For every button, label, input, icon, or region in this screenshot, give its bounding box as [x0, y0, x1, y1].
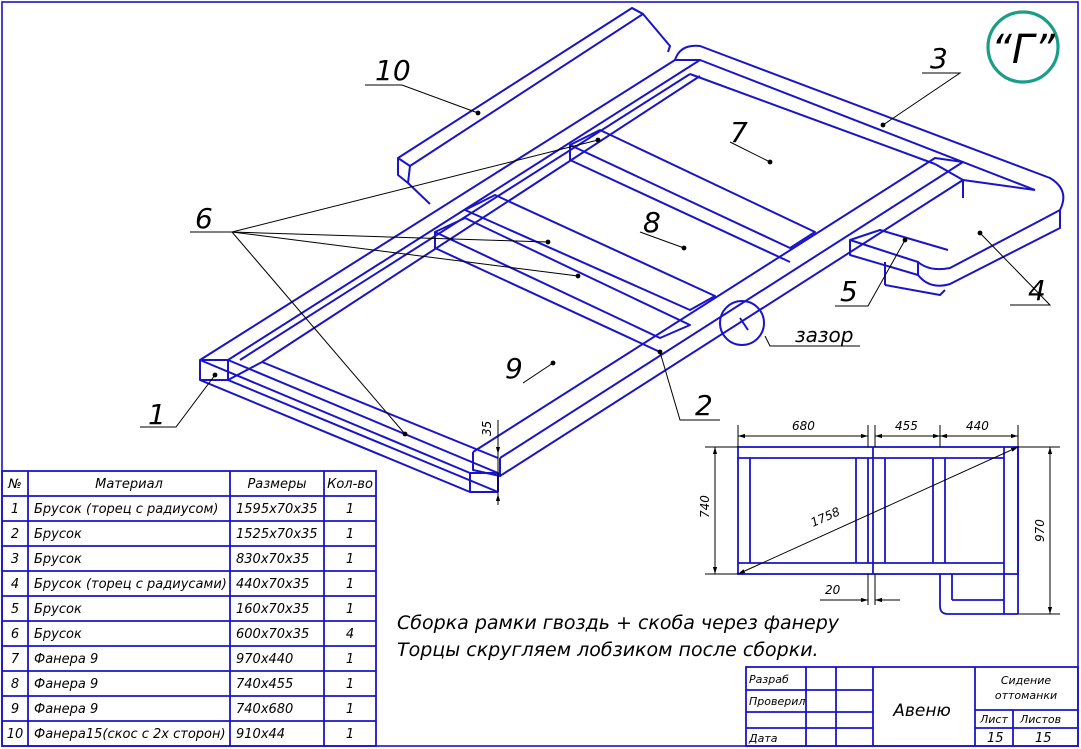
- callout-4: 4: [1028, 274, 1046, 307]
- stamp: “Г”: [986, 10, 1060, 84]
- table-cell: Брусок (торец с радиусом): [34, 502, 218, 517]
- tb-sheet-label: Лист: [979, 713, 1008, 726]
- callout-3: 3: [930, 42, 948, 75]
- thickness-label: 35: [480, 421, 494, 436]
- table-cell: 740x680: [236, 702, 293, 717]
- dim-455: 455: [895, 419, 918, 433]
- dim-1758: 1758: [809, 504, 843, 529]
- table-cell: 1: [346, 577, 354, 592]
- table-cell: 3: [11, 552, 19, 567]
- note-line-1: Сборка рамки гвоздь + скоба через фанеру: [397, 612, 840, 634]
- tb-date-label: Дата: [748, 732, 778, 745]
- dim-740: 740: [698, 495, 712, 518]
- isometric-frame: [199, 7, 1065, 493]
- tb-design-label: Разраб: [749, 673, 789, 686]
- leader-dots: [212, 110, 983, 437]
- table-cell: Брусок: [34, 602, 82, 617]
- callout-numbers: 10 1 6 2 3 4 5 7 8 9 зазор: [148, 42, 1046, 431]
- gap-circle: [719, 300, 765, 346]
- callout-9: 9: [505, 352, 523, 385]
- table-header-cell: Размеры: [247, 477, 306, 492]
- table-cell: 1: [346, 677, 354, 692]
- table-cell: 9: [11, 702, 19, 717]
- tb-author: Авеню: [892, 701, 951, 721]
- table-cell: 1: [346, 702, 354, 717]
- table-cell: Фанера 9: [34, 652, 98, 667]
- table-cell: 910x44: [236, 727, 285, 742]
- table-cell: 5: [11, 602, 19, 617]
- tb-sheets-value: 15: [1035, 731, 1052, 746]
- table-cell: 1: [346, 502, 354, 517]
- callout-gap: зазор: [795, 323, 853, 347]
- callout-5: 5: [840, 275, 858, 308]
- callout-8: 8: [643, 206, 661, 239]
- table-cell: 160x70x35: [236, 602, 309, 617]
- part-3-rail: [674, 44, 1065, 219]
- table-cell: 10: [7, 727, 24, 742]
- tb-sheets-label: Листов: [1019, 713, 1061, 726]
- part-5-block: [849, 229, 949, 296]
- note-line-2: Торцы скругляем лобзиком после сборки.: [397, 639, 819, 661]
- table-cell: 600x70x35: [236, 627, 309, 642]
- callout-2: 2: [695, 389, 713, 422]
- table-header-cell: №: [7, 477, 22, 492]
- table-cell: 830x70x35: [236, 552, 309, 567]
- callout-10: 10: [375, 54, 411, 87]
- table-cell: 4: [346, 627, 354, 642]
- table-cell: 1: [346, 652, 354, 667]
- table-header-cell: Кол-во: [327, 477, 373, 492]
- tb-sheet-value: 15: [987, 731, 1004, 746]
- dim-680: 680: [792, 419, 815, 433]
- part-6-crossbars: [227, 129, 816, 459]
- plan-dimensions: [705, 425, 1060, 615]
- table-cell: 1: [346, 527, 354, 542]
- table-header-cell: Материал: [95, 477, 163, 492]
- tb-title-line-1: Сидение: [1001, 674, 1052, 687]
- table-cell: 6: [11, 627, 19, 642]
- dim-970: 970: [1033, 519, 1047, 542]
- table-cell: 4: [11, 577, 19, 592]
- part-2-rail: [472, 157, 964, 477]
- part-1-rail: [199, 359, 499, 493]
- table-cell: 1: [346, 727, 354, 742]
- table-cell: Фанера15(скос с 2х сторон): [34, 727, 226, 742]
- table-cell: Брусок (торец с радиусами): [34, 577, 227, 592]
- table-cell: Фанера 9: [34, 677, 98, 692]
- table-cell: 740x455: [236, 677, 293, 692]
- table-cell: Брусок: [34, 552, 82, 567]
- table-cell: 7: [11, 652, 20, 667]
- callout-6: 6: [195, 202, 213, 235]
- table-cell: Брусок: [34, 527, 82, 542]
- tb-check-label: Проверил: [749, 695, 805, 708]
- table-cell: 970x440: [236, 652, 293, 667]
- assembly-notes: Сборка рамки гвоздь + скоба через фанеру…: [397, 612, 840, 661]
- table-cell: Брусок: [34, 627, 82, 642]
- dim-20: 20: [825, 583, 841, 597]
- table-cell: 8: [11, 677, 19, 692]
- part-4-rail: [917, 163, 1061, 287]
- table-cell: 440x70x35: [236, 577, 309, 592]
- dim-440: 440: [966, 419, 989, 433]
- table-cell: 1: [346, 602, 354, 617]
- left-rail: [199, 59, 701, 363]
- table-cell: 1: [346, 552, 354, 567]
- table-cell: 1: [11, 502, 19, 517]
- table-cell: 1595x70x35: [236, 502, 318, 517]
- plan-view: [737, 446, 1019, 615]
- callout-7: 7: [730, 116, 748, 149]
- title-block: Разраб Проверил Дата Авеню Сидение оттом…: [745, 666, 1079, 747]
- callout-1: 1: [148, 398, 166, 431]
- table-cell: Фанера 9: [34, 702, 98, 717]
- tb-title-line-2: оттоманки: [995, 689, 1057, 702]
- stamp-circle: [986, 10, 1060, 84]
- table-cell: 2: [11, 527, 19, 542]
- stamp-letter: “Г”: [991, 27, 1055, 73]
- table-cell: 1525x70x35: [236, 527, 318, 542]
- leader-lines: [140, 72, 1052, 435]
